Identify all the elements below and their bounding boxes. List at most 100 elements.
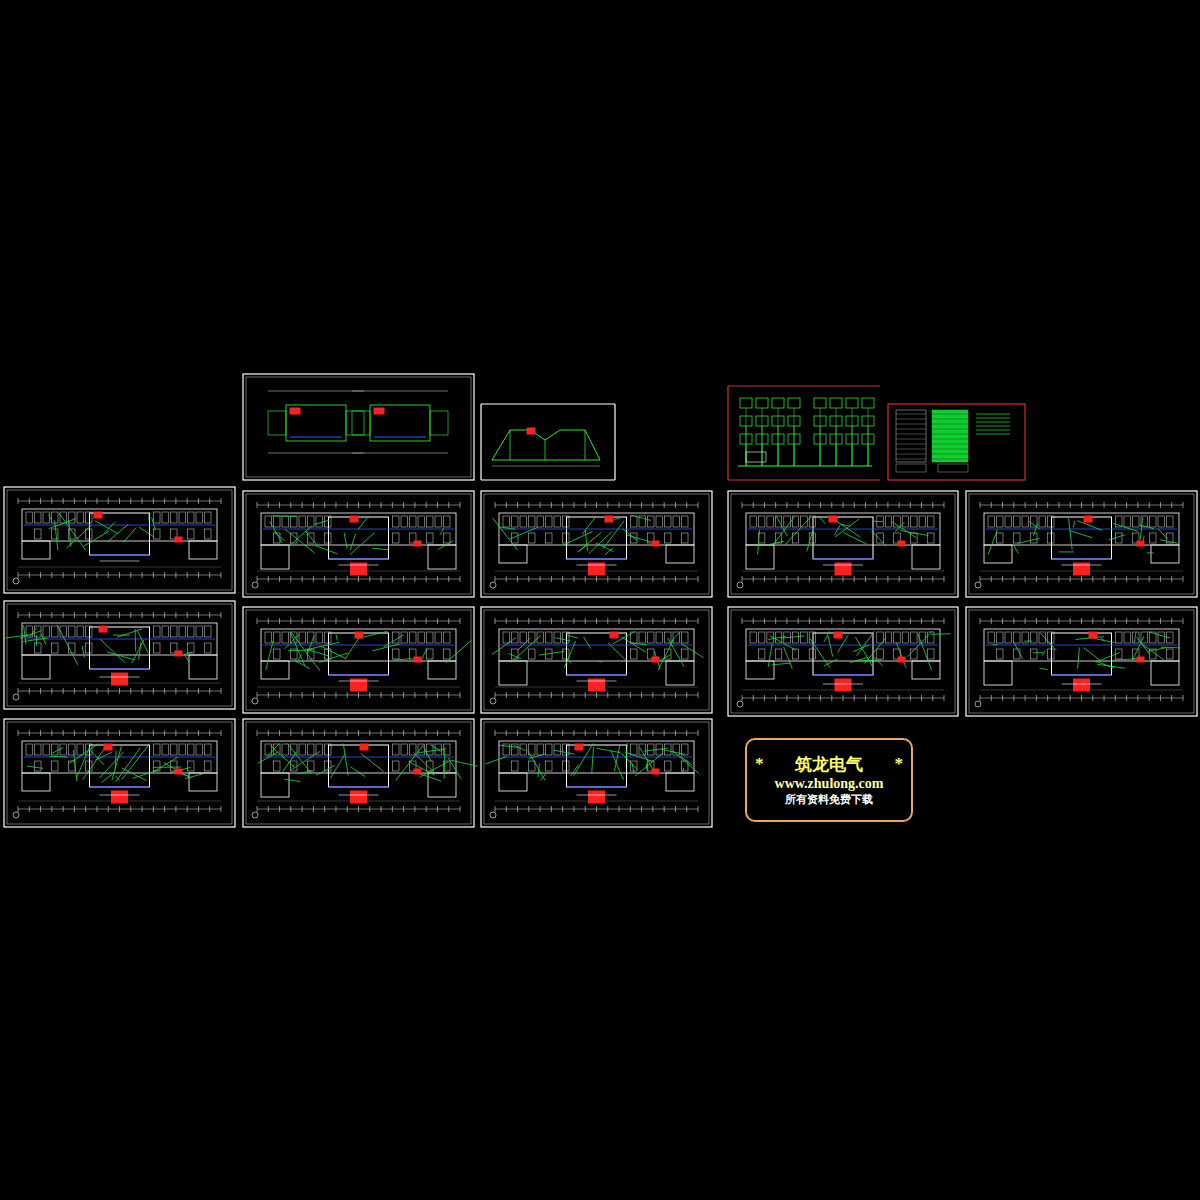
cad-line [418, 516, 425, 527]
cad-line [932, 454, 968, 455]
cad-line [299, 516, 306, 527]
cad-line [108, 498, 109, 504]
cad-line [1042, 651, 1045, 656]
cad-line [562, 692, 563, 698]
cad-line [1149, 695, 1150, 701]
cad-line [460, 618, 461, 624]
cad-line [171, 512, 178, 523]
cad-line [887, 618, 888, 624]
cad-line [52, 748, 63, 754]
cad-line [437, 806, 438, 812]
cad-line [775, 649, 781, 659]
cad-line [585, 576, 586, 582]
cad-line [427, 632, 434, 643]
cad-line [1070, 618, 1071, 624]
cad-line [876, 618, 877, 624]
cad-line [814, 416, 826, 426]
cad-line [285, 529, 315, 553]
cad-line [932, 419, 968, 420]
cad-line [1149, 576, 1150, 582]
cad-line [221, 498, 222, 504]
cad-line [666, 545, 694, 563]
cad-line [753, 695, 754, 701]
cad-line [742, 618, 743, 624]
cad-line [370, 405, 430, 441]
cad-line [77, 744, 91, 778]
cad-line [1104, 502, 1105, 508]
cad-line [187, 498, 188, 504]
cad-line [540, 502, 541, 508]
cad-line [153, 572, 154, 578]
cad-line [286, 405, 346, 441]
cad-line [1078, 647, 1080, 668]
cad-line [1115, 695, 1116, 701]
cad-line [921, 618, 922, 624]
cad-line [865, 576, 866, 582]
cad-line [85, 612, 86, 618]
cad-line [139, 642, 141, 659]
cad-line [22, 773, 50, 791]
cad-line [77, 744, 84, 755]
cad-line [339, 681, 379, 682]
cad-line [198, 612, 199, 618]
cad-line [896, 642, 906, 668]
cad-line [154, 529, 161, 539]
cad-line [316, 516, 323, 527]
cad-line [614, 746, 619, 772]
cad-line [414, 618, 415, 624]
cad-line [918, 633, 932, 670]
cad-line [563, 744, 570, 755]
cad-line [108, 572, 109, 578]
cad-line [1115, 502, 1116, 508]
cad-line [268, 730, 269, 736]
cad-line [268, 806, 269, 812]
cad-line [614, 518, 620, 520]
cad-line [108, 612, 109, 618]
cad-line [1069, 518, 1073, 549]
cad-line [646, 764, 647, 770]
north-arrow [490, 582, 496, 588]
cad-line [437, 618, 438, 624]
cad-line [104, 522, 114, 533]
cad-line [665, 744, 672, 755]
cad-line [540, 806, 541, 812]
cad-line [1126, 502, 1127, 508]
cad-line [7, 604, 232, 706]
cad-line [794, 426, 795, 466]
cad-line [142, 498, 143, 504]
cad-line [243, 374, 474, 480]
cad-line [503, 516, 510, 527]
cad-line [119, 498, 120, 504]
cad-line [154, 643, 161, 653]
cad-line [820, 618, 821, 624]
cad-line [528, 692, 529, 698]
cad-line [896, 424, 926, 425]
cad-line [435, 516, 442, 527]
floor-plan-sheet [243, 719, 478, 827]
cad-line [1033, 524, 1037, 536]
cad-line [347, 618, 348, 624]
cad-line [184, 652, 193, 655]
cad-line [22, 741, 217, 773]
cad-line [495, 692, 496, 698]
cad-line [976, 434, 1010, 435]
north-arrow [252, 812, 258, 818]
cad-line [813, 633, 873, 675]
cad-line [444, 649, 451, 659]
cad-line [52, 626, 59, 637]
cad-line [682, 516, 689, 527]
cad-line [896, 419, 926, 420]
cad-line [198, 730, 199, 736]
cad-line [852, 444, 853, 466]
cad-line [266, 641, 273, 670]
cad-line [481, 491, 712, 597]
cad-line [481, 719, 712, 827]
cad-line [540, 618, 541, 624]
cad-line [854, 695, 855, 701]
cad-line [798, 695, 799, 701]
cad-line [1160, 576, 1161, 582]
cad-line [347, 730, 348, 736]
cad-line [481, 607, 712, 713]
cad-line [820, 576, 821, 582]
cad-line [284, 779, 300, 781]
